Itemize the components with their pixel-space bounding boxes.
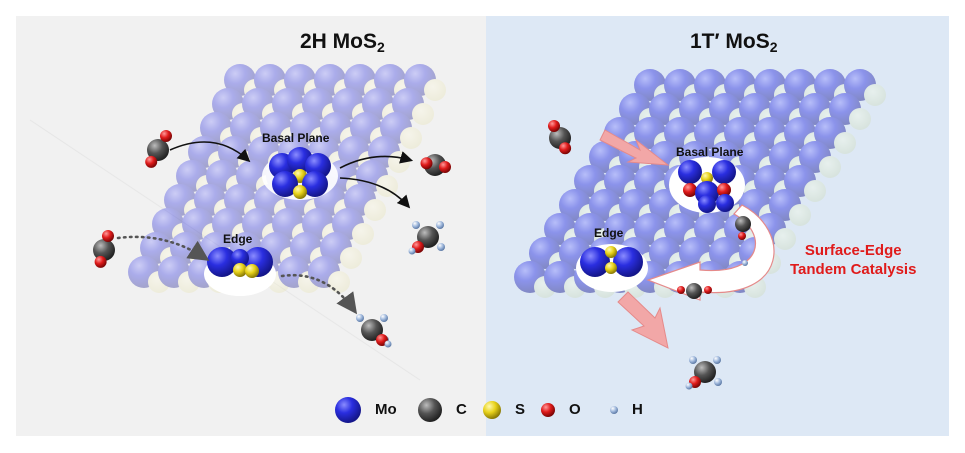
basal-plane-site-right xyxy=(669,157,745,213)
carbon-atom xyxy=(147,139,169,161)
legend-label-c: C xyxy=(456,401,467,418)
edge-site-right xyxy=(576,244,648,292)
oxygen-atom xyxy=(548,120,560,132)
edge-label-left: Edge xyxy=(223,232,253,246)
carbon-atom xyxy=(361,319,383,341)
lattice-s-atom xyxy=(352,223,374,245)
arrow-basal-to-co-out xyxy=(339,151,414,169)
c-atom-icon xyxy=(418,398,442,422)
lattice-s-atom xyxy=(804,180,826,202)
hydrogen-atom xyxy=(713,356,721,364)
co-molecule-right xyxy=(548,120,572,155)
hydrogen-atom xyxy=(742,260,748,266)
hydrogen-atom xyxy=(408,247,416,255)
left-panel-title: 2H MoS2 xyxy=(300,30,385,55)
co-molecule-left-top xyxy=(145,130,172,168)
left-title-subscript: 2 xyxy=(377,39,385,55)
lattice-s-atom xyxy=(388,151,410,173)
methanol-left-edge xyxy=(356,314,392,348)
annotation-line-2: Tandem Catalysis xyxy=(790,261,917,278)
oxygen-atom xyxy=(420,157,433,170)
carbon-atom xyxy=(735,216,751,232)
lattice-s-atom xyxy=(376,175,398,197)
tandem-intermediates xyxy=(677,216,751,299)
lattice-s-atom xyxy=(864,84,886,106)
lattice-s-atom xyxy=(412,103,434,125)
lattice-s-atom xyxy=(424,79,446,101)
oxygen-atom xyxy=(704,286,712,294)
left-title-main: 2H MoS xyxy=(300,30,378,53)
oxygen-atom xyxy=(94,255,107,268)
basal-plane-label-left: Basal Plane xyxy=(262,131,330,145)
tandem-catalysis-annotation: Surface-Edge Tandem Catalysis xyxy=(790,241,916,279)
carbon-atom xyxy=(93,239,115,261)
lattice-s-atom xyxy=(834,132,856,154)
arrow-basal-to-methanol-left xyxy=(339,177,411,209)
co-molecule-left-edge xyxy=(93,230,115,268)
edge-label-right: Edge xyxy=(594,226,624,240)
co-molecule-left-product xyxy=(420,154,451,176)
hydrogen-atom xyxy=(714,378,722,386)
atom-legend xyxy=(335,397,618,423)
methanol-right xyxy=(685,356,722,390)
hydrogen-atom xyxy=(685,382,693,390)
legend-label-mo: Mo xyxy=(375,401,397,418)
pink-arrow-co-to-basal xyxy=(599,129,670,166)
hydrogen-atom xyxy=(437,243,445,251)
basal-plane-site-left xyxy=(262,147,338,200)
oxygen-atom xyxy=(160,130,172,142)
legend-label-o: O xyxy=(569,401,581,418)
lattice-s-atom xyxy=(340,247,362,269)
methanol-left-basal xyxy=(408,221,445,255)
lattice-s-atom xyxy=(328,271,350,293)
hydrogen-atom xyxy=(689,356,697,364)
right-title-subscript: 2 xyxy=(769,39,778,55)
lattice-s-atom xyxy=(400,127,422,149)
o-atom-icon xyxy=(541,403,555,417)
lattice-s-atom xyxy=(364,199,386,221)
edge-site-left xyxy=(204,247,276,296)
mo-atom-icon xyxy=(335,397,361,423)
molecule-layer xyxy=(93,120,751,390)
oxygen-atom xyxy=(145,155,158,168)
legend-label-s: S xyxy=(515,401,526,418)
oxygen-atom xyxy=(439,161,451,173)
oxygen-atom xyxy=(102,230,114,242)
hydrogen-atom xyxy=(412,221,420,229)
hydrogen-atom xyxy=(380,314,388,322)
oxygen-atom xyxy=(738,232,746,240)
hydrogen-atom xyxy=(384,340,392,348)
right-panel-title: 1T′ MoS2 xyxy=(690,30,778,55)
carbon-atom xyxy=(686,283,702,299)
carbon-atom xyxy=(417,226,439,248)
dotted-arrow-edge-to-methanol xyxy=(280,273,358,315)
hydrogen-atom xyxy=(436,221,444,229)
s-atom-icon xyxy=(483,401,501,419)
oxygen-atom xyxy=(677,286,685,294)
basal-plane-label-right: Basal Plane xyxy=(676,145,744,159)
tandem-cycle-arrow xyxy=(646,204,775,301)
lattice-s-atom xyxy=(774,228,796,250)
pink-arrow-edge-to-methanol xyxy=(617,291,669,349)
carbon-atom xyxy=(694,361,716,383)
lattice-s-atom xyxy=(849,108,871,130)
hydrogen-atom xyxy=(356,314,364,322)
oxygen-atom xyxy=(559,142,572,155)
arrow-co-to-basal-left xyxy=(169,141,251,163)
h-atom-icon xyxy=(610,406,618,414)
lattice-s-atom xyxy=(819,156,841,178)
annotation-line-1: Surface-Edge xyxy=(804,242,902,259)
right-title-main: 1T′ MoS xyxy=(690,30,770,53)
legend-label-h: H xyxy=(632,401,643,418)
lattice-s-atom xyxy=(789,204,811,226)
